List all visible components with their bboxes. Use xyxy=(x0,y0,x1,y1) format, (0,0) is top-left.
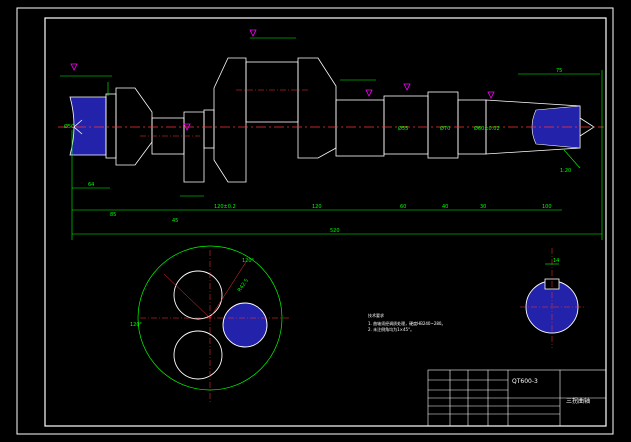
dim-left-journal: 64 xyxy=(88,182,94,188)
dim-seg-a: 60 xyxy=(400,204,406,210)
dim-crank-angle-top: 120° xyxy=(242,258,255,264)
note-line-1: 1. 曲轴须经调质处理，硬度HB240~280。 xyxy=(368,320,445,326)
title-block xyxy=(427,369,607,427)
dim-seg-c: 30 xyxy=(480,204,486,210)
journal-circle-bottom xyxy=(173,330,223,380)
web-2 xyxy=(183,111,205,183)
dim-shaft-end: 100 xyxy=(542,204,552,210)
sheet-inner-border xyxy=(44,17,607,427)
dim-dia-d: Ø60±0.02 xyxy=(474,125,500,132)
keyway-section-view: 14 xyxy=(520,248,584,348)
technical-notes: 技术要求 1. 曲轴须经调质处理，硬度HB240~280。 2. 未注倒角均为1… xyxy=(368,312,445,332)
dim-dia-c: Ø50 xyxy=(64,123,74,130)
left-journal xyxy=(105,93,117,159)
sheet-outer-border xyxy=(16,7,614,435)
dim-key-width: 14 xyxy=(553,258,559,264)
crank-angle-view: 120° 120° R42.5 xyxy=(130,245,290,404)
dim-crank-pitch-b: 120 xyxy=(312,204,322,210)
pin-circle-right xyxy=(222,302,268,348)
dim-taper-length: 75 xyxy=(556,68,562,74)
journal-circle-top xyxy=(173,270,223,320)
web-1 xyxy=(115,87,153,166)
journal-2 xyxy=(203,109,215,149)
surface-finish-markers xyxy=(70,29,495,131)
dimension-lines xyxy=(60,37,603,240)
center-hole-left xyxy=(73,119,83,135)
dim-crank-angle-left: 120° xyxy=(130,322,143,328)
crank-pin-2 xyxy=(245,61,299,123)
step-1 xyxy=(427,91,459,159)
dim-left-section: 85 xyxy=(110,212,116,218)
web-4 xyxy=(297,57,337,159)
dim-throw-radius: R42.5 xyxy=(237,278,250,293)
middle-shaft xyxy=(383,95,429,155)
title-part-name: 三拐曲轴 xyxy=(566,397,590,405)
dim-web-thickness: 45 xyxy=(172,218,178,224)
title-part-code: QT600-3 xyxy=(512,378,538,385)
dim-seg-b: 40 xyxy=(442,204,448,210)
dim-overall-length: 520 xyxy=(330,228,340,234)
dim-taper-angle: 1:20 xyxy=(560,168,571,174)
dim-dia-a: Ø55 xyxy=(398,125,408,132)
web-3 xyxy=(213,57,247,183)
dim-crank-pitch-a: 120±0.2 xyxy=(214,204,236,210)
note-line-2: 2. 未注倒角均为1×45°。 xyxy=(368,326,414,332)
crankshaft-front-view xyxy=(58,57,604,183)
left-end-section xyxy=(69,96,107,156)
notes-title: 技术要求 xyxy=(368,312,384,318)
dimension-texts: 520 64 85 45 120±0.2 120 60 40 30 100 75… xyxy=(64,68,571,234)
right-end-section xyxy=(531,105,581,149)
dim-dia-b: Ø70 xyxy=(440,125,450,132)
middle-journal xyxy=(335,99,385,157)
